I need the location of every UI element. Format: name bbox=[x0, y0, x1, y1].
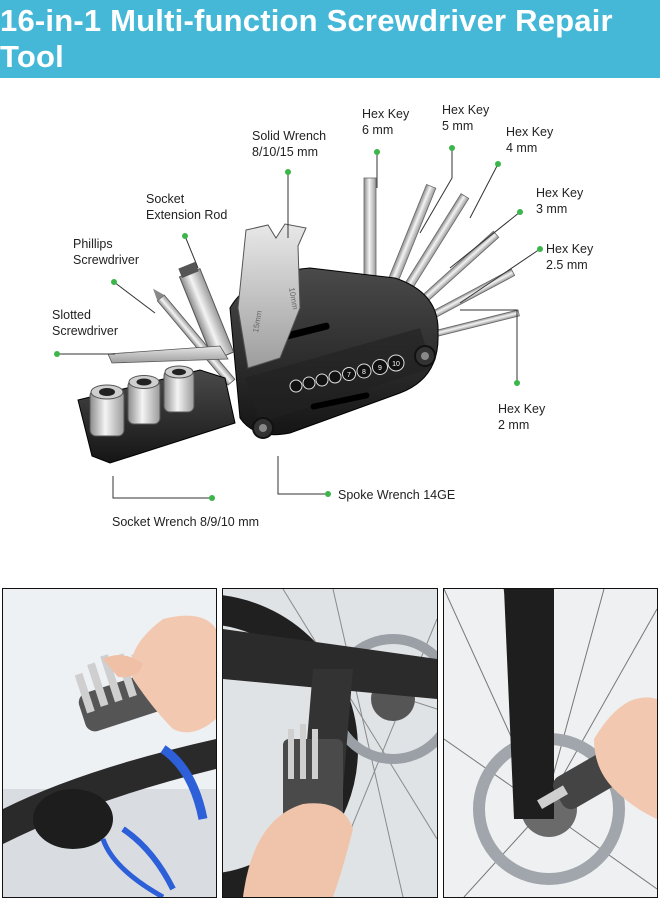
label-solid-wrench: Solid Wrench 8/10/15 mm bbox=[252, 129, 327, 159]
label-slotted-screwdriver: Slotted Screwdriver bbox=[52, 308, 118, 338]
spoke-size-7: 7 bbox=[347, 372, 351, 379]
label-hex-key-25mm: Hex Key 2.5 mm bbox=[546, 242, 594, 272]
leader-hex-4 bbox=[469, 163, 499, 219]
hand-using-multitool-icon bbox=[223, 589, 437, 897]
slotted-screwdriver-shape bbox=[107, 345, 229, 364]
title-banner: 16-in-1 Multi-function Screwdriver Repai… bbox=[0, 0, 660, 78]
spoke-size-9: 9 bbox=[378, 365, 382, 372]
label-hex-key-5mm: Hex Key 5 mm bbox=[442, 103, 490, 133]
solid-wrench-shape: 15mm 10mm bbox=[237, 223, 307, 369]
photo-hub-usage bbox=[443, 588, 658, 898]
spoke-wrench-holes: 7 8 9 10 bbox=[289, 354, 405, 393]
tool-diagram: 7 8 9 10 15mm 10mm bbox=[0, 78, 660, 578]
wrench-10mm-mark: 10mm bbox=[287, 287, 300, 311]
label-spoke-wrench: Spoke Wrench 14GE bbox=[338, 488, 456, 502]
usage-photos bbox=[0, 588, 660, 900]
photo-handlebar-usage bbox=[2, 588, 217, 898]
label-hex-key-2mm: Hex Key 2 mm bbox=[498, 402, 546, 432]
leader-hex-5 bbox=[419, 148, 453, 234]
leader-phillips bbox=[113, 281, 156, 314]
spoke-size-10: 10 bbox=[392, 361, 400, 368]
label-hex-key-6mm: Hex Key 6 mm bbox=[362, 107, 410, 137]
label-hex-key-3mm: Hex Key 3 mm bbox=[536, 186, 584, 216]
label-phillips-screwdriver: Phillips Screwdriver bbox=[73, 237, 139, 267]
leader-hex-2 bbox=[460, 309, 518, 383]
page-title: 16-in-1 Multi-function Screwdriver Repai… bbox=[0, 3, 613, 74]
spoke-size-8: 8 bbox=[362, 369, 366, 376]
leader-hex-25 bbox=[459, 248, 541, 304]
leader-socket-rod bbox=[184, 235, 199, 269]
hand-on-front-hub-icon bbox=[444, 589, 657, 897]
socket-wrench-shape bbox=[77, 365, 236, 464]
hand-holding-multitool-icon bbox=[3, 589, 216, 897]
wrench-15mm-mark: 15mm bbox=[251, 310, 264, 334]
leader-lines bbox=[57, 148, 541, 499]
leader-dots bbox=[54, 145, 543, 501]
leader-hex-3 bbox=[449, 211, 521, 269]
label-socket-wrench: Socket Wrench 8/9/10 mm bbox=[112, 515, 260, 529]
leader-socket-wrench bbox=[112, 476, 212, 499]
label-hex-key-4mm: Hex Key 4 mm bbox=[506, 125, 554, 155]
leader-spoke-wrench bbox=[277, 456, 328, 495]
photo-dropout-usage bbox=[222, 588, 438, 898]
phillips-screwdriver-shape bbox=[153, 288, 236, 386]
label-socket-extension-rod: Socket Extension Rod bbox=[146, 192, 228, 222]
multitool-illustration: 7 8 9 10 15mm 10mm bbox=[54, 145, 543, 501]
